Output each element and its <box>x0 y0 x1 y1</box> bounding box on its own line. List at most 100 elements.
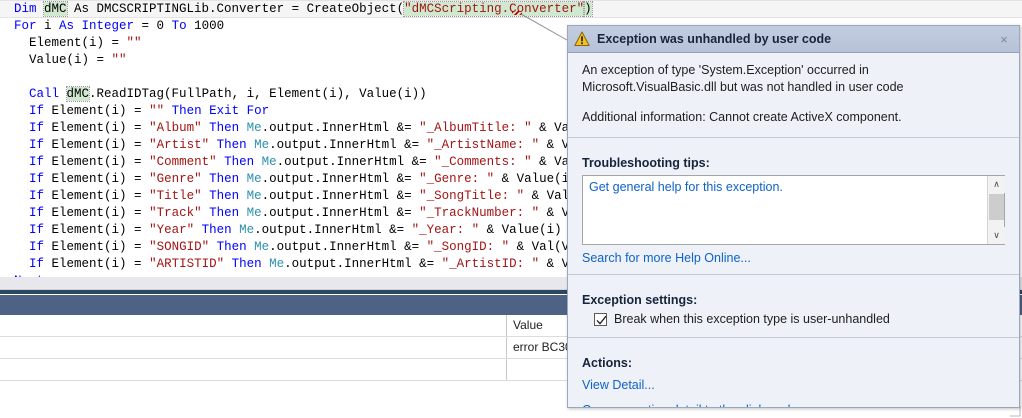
tips-list[interactable]: Get general help for this exception. <box>583 176 986 244</box>
code-token: "_TrackNumber: " <box>419 206 540 220</box>
code-token: "dMCScripting.Converter" <box>403 1 586 17</box>
code-token: If <box>29 223 52 237</box>
code-line[interactable]: Dim dMC As DMCSCRIPTINGLib.Converter = C… <box>0 0 1022 18</box>
code-token: If <box>29 138 52 152</box>
code-token: Then <box>201 172 247 186</box>
column-header-value[interactable]: Value <box>506 315 636 336</box>
code-line[interactable]: Next <box>0 273 1022 277</box>
code-token: "Title" <box>149 189 202 203</box>
code-token: Me <box>239 223 255 237</box>
code-token: Element(i) = <box>51 155 150 169</box>
warning-triangle-icon <box>574 31 590 46</box>
divider <box>568 337 1019 338</box>
code-token: Next <box>14 274 44 277</box>
search-help-online-link[interactable]: Search for more Help Online... <box>582 251 751 265</box>
action-copy-exception-detail[interactable]: Copy exception detail to the clipboard <box>582 397 1005 407</box>
code-token: "" <box>126 36 142 50</box>
error-list-header-row[interactable]: Value <box>0 315 1022 337</box>
code-line[interactable]: Value(i) = "" <box>0 52 1022 69</box>
exception-helper-dialog[interactable]: Exception was unhandled by user code × A… <box>567 25 1020 408</box>
cell-value <box>506 359 636 380</box>
action-view-detail[interactable]: View Detail... <box>582 378 655 392</box>
code-token: Call <box>29 87 67 101</box>
scroll-up-icon[interactable]: ∧ <box>988 176 1005 193</box>
code-token: "SONGID" <box>149 240 210 254</box>
code-token: Element(i) = <box>51 240 150 254</box>
code-token: As Integer <box>59 19 142 33</box>
exception-additional-information: Additional information: Cannot create Ac… <box>582 110 902 124</box>
code-token: Then <box>216 155 262 169</box>
code-token: .output.InnerHtml &= <box>254 223 412 237</box>
code-token: "_Genre: " <box>419 172 495 186</box>
code-token: If <box>29 189 52 203</box>
code-token: Then <box>201 206 247 220</box>
code-token: Then <box>194 223 240 237</box>
code-token: For <box>14 19 45 33</box>
code-token: "_Comments: " <box>434 155 532 169</box>
code-token: Me <box>246 121 262 135</box>
code-token: Element(i) = <box>51 223 150 237</box>
code-token: If <box>29 104 52 118</box>
code-token: Element(i) = <box>51 189 150 203</box>
troubleshooting-tips-box[interactable]: Get general help for this exception. ∧ ∨ <box>582 175 1005 245</box>
code-token: Then <box>201 121 247 135</box>
code-token: If <box>29 240 52 254</box>
code-token: ) <box>583 1 593 17</box>
exception-settings-section: Exception settings: Break when this exce… <box>568 275 1019 326</box>
scrollbar-thumb[interactable] <box>989 194 1004 220</box>
code-token: .output.InnerHtml &= <box>269 240 427 254</box>
code-token: "_AlbumTitle: " <box>419 121 532 135</box>
code-line[interactable]: If Element(i) = "Comment" Then Me.output… <box>0 154 1022 171</box>
code-token: "" <box>149 104 165 118</box>
code-line[interactable]: If Element(i) = "SONGID" Then Me.output.… <box>0 239 1022 256</box>
code-token: i <box>44 19 60 33</box>
code-token: .output.InnerHtml &= <box>276 155 435 169</box>
code-line[interactable]: If Element(i) = "Artist" Then Me.output.… <box>0 137 1022 154</box>
code-token: Then <box>224 257 270 271</box>
code-token: Me <box>254 240 270 254</box>
code-line[interactable]: Call dMC.ReadIDTag(FullPath, i, Element(… <box>0 86 1022 103</box>
exception-message: An exception of type 'System.Exception' … <box>582 63 904 94</box>
code-token: Element(i) = <box>51 138 150 152</box>
code-token: If <box>29 121 52 135</box>
code-line[interactable]: If Element(i) = "Title" Then Me.output.I… <box>0 188 1022 205</box>
code-line[interactable]: If Element(i) = "Year" Then Me.output.In… <box>0 222 1022 239</box>
code-token: Then <box>209 138 255 152</box>
code-token: "" <box>111 53 127 67</box>
code-token: Me <box>269 257 285 271</box>
code-token: Then <box>201 189 247 203</box>
code-token: .output.InnerHtml &= <box>261 172 420 186</box>
checkmark-icon <box>596 315 607 325</box>
close-icon[interactable]: × <box>1000 31 1008 47</box>
code-token: "ARTISTID" <box>149 257 225 271</box>
code-line[interactable]: If Element(i) = "Track" Then Me.output.I… <box>0 205 1022 222</box>
checkbox[interactable] <box>594 312 607 326</box>
code-token: "Genre" <box>149 172 202 186</box>
table-row[interactable] <box>0 359 1022 381</box>
divider <box>568 137 1019 138</box>
scroll-down-icon[interactable]: ∨ <box>988 227 1005 244</box>
code-line[interactable]: Element(i) = "" <box>0 35 1022 52</box>
resize-grip-icon[interactable] <box>1009 405 1021 417</box>
dialog-title: Exception was unhandled by user code <box>597 32 832 46</box>
code-line[interactable]: If Element(i) = "" Then Exit For <box>0 103 1022 120</box>
code-token: "_ArtistID: " <box>441 257 540 271</box>
code-token: .output.InnerHtml &= <box>261 206 420 220</box>
code-token: "Album" <box>149 121 202 135</box>
table-row[interactable]: error BC30 <box>0 337 1022 359</box>
code-token: dMC <box>65 86 91 102</box>
dialog-body: An exception of type 'System.Exception' … <box>568 53 1019 126</box>
code-token: Element(i) = <box>51 121 150 135</box>
code-token: 1000 <box>194 19 225 33</box>
tip-link-general-help[interactable]: Get general help for this exception. <box>589 180 783 194</box>
error-squiggle-marker <box>512 11 522 15</box>
code-token: .output.InnerHtml &= <box>269 138 427 152</box>
code-line[interactable]: For i As Integer = 0 To 1000 <box>0 18 1022 35</box>
break-on-exception-checkbox-row[interactable]: Break when this exception type is user-u… <box>594 312 1005 326</box>
code-token: "Year" <box>149 223 195 237</box>
code-token: If <box>29 257 52 271</box>
code-token: "Artist" <box>149 138 210 152</box>
tips-scrollbar[interactable]: ∧ ∨ <box>987 176 1005 244</box>
checkbox-label: Break when this exception type is user-u… <box>614 312 890 326</box>
